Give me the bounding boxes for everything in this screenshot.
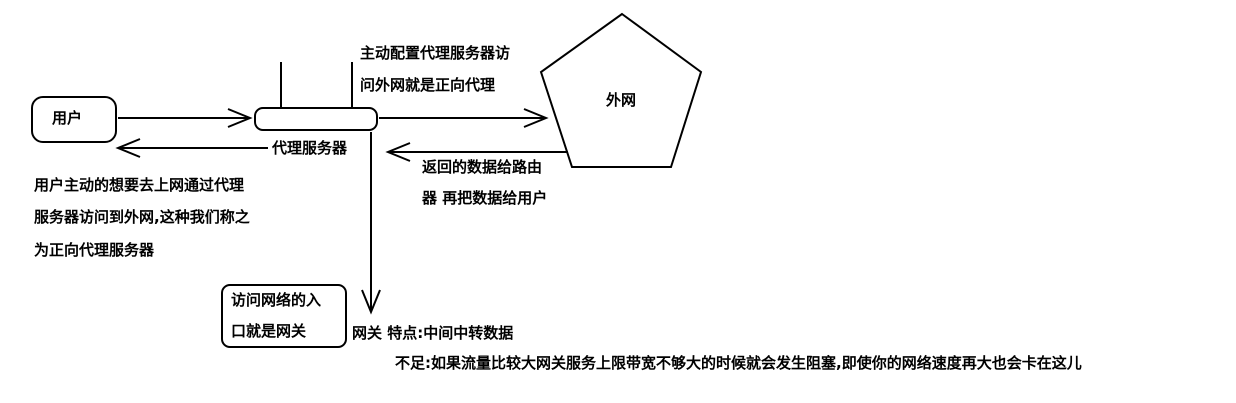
forward-proxy-note-line2: 问外网就是正向代理 — [360, 76, 496, 94]
arrow-user-to-proxy — [118, 108, 253, 128]
proxy-node-label: 代理服务器 — [272, 139, 348, 157]
arrow-proxy-to-internet — [379, 108, 549, 128]
user-explain-line3: 为正向代理服务器 — [34, 241, 155, 259]
proxy-router-node — [254, 107, 378, 131]
arrow-down-to-gateway — [361, 132, 381, 315]
arrow-internet-to-router — [385, 142, 568, 162]
forward-proxy-note-line1: 主动配置代理服务器访 — [360, 44, 511, 62]
user-node-label: 用户 — [52, 109, 83, 127]
return-data-note-line2: 器 再把数据给用户 — [422, 189, 548, 207]
gateway-node — [221, 284, 347, 348]
gateway-node-label-line1: 访问网络的入 — [231, 291, 322, 309]
internet-node-label: 外网 — [606, 91, 637, 109]
gateway-shortage-note: 不足:如果流量比较大网关服务上限带宽不够大的时候就会发生阻塞,即使你的网络速度再… — [395, 354, 1082, 372]
gateway-feature-note: 网关 特点:中间中转数据 — [352, 324, 514, 342]
user-explain-line1: 用户主动的想要去上网通过代理 — [34, 176, 245, 194]
return-data-note-line1: 返回的数据给路由 — [422, 158, 543, 176]
user-node — [31, 96, 117, 143]
gateway-node-label-line2: 口就是网关 — [231, 322, 307, 340]
internet-node — [539, 12, 703, 168]
arrow-proxy-to-user — [115, 138, 268, 158]
user-explain-line2: 服务器访问到外网,这种我们称之 — [34, 208, 250, 226]
